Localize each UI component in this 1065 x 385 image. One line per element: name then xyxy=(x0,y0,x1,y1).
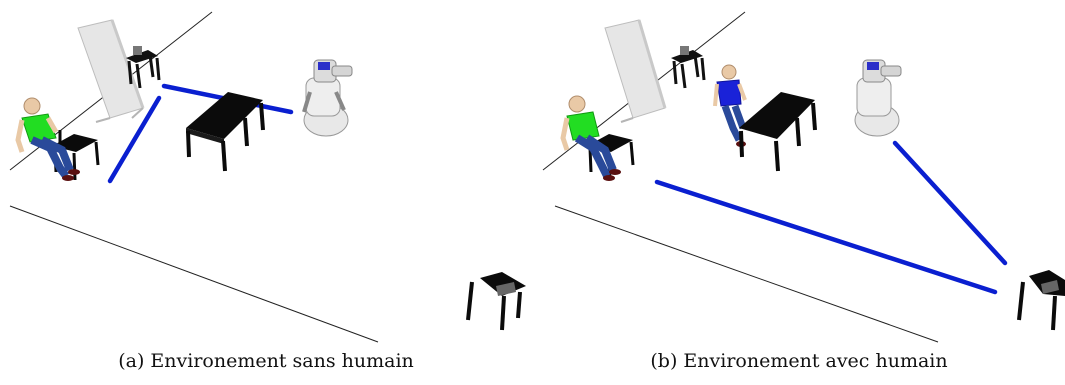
chair-icon xyxy=(466,272,526,331)
side-table-icon xyxy=(126,46,161,89)
human-icon xyxy=(15,97,100,181)
robot-icon xyxy=(854,59,902,137)
panel-a: (a) Environement sans humain xyxy=(0,0,532,385)
floor-line-front xyxy=(9,205,379,343)
table-icon xyxy=(186,92,265,172)
scene-a xyxy=(9,11,526,343)
navigation-path xyxy=(654,140,1008,295)
side-table-icon xyxy=(671,46,706,89)
robot-icon xyxy=(302,59,353,137)
floor-line-front xyxy=(554,205,939,343)
human-icon xyxy=(560,95,635,181)
chair-icon xyxy=(1017,270,1065,331)
table-icon xyxy=(739,92,817,172)
scene-b xyxy=(542,11,1065,343)
caption-a: (a) Environement sans humain xyxy=(118,350,414,372)
whiteboard-icon xyxy=(604,19,667,123)
caption-b: (b) Environement avec humain xyxy=(650,350,948,372)
whiteboard-icon xyxy=(77,19,145,123)
panel-b: (b) Environement avec humain xyxy=(533,0,1065,385)
